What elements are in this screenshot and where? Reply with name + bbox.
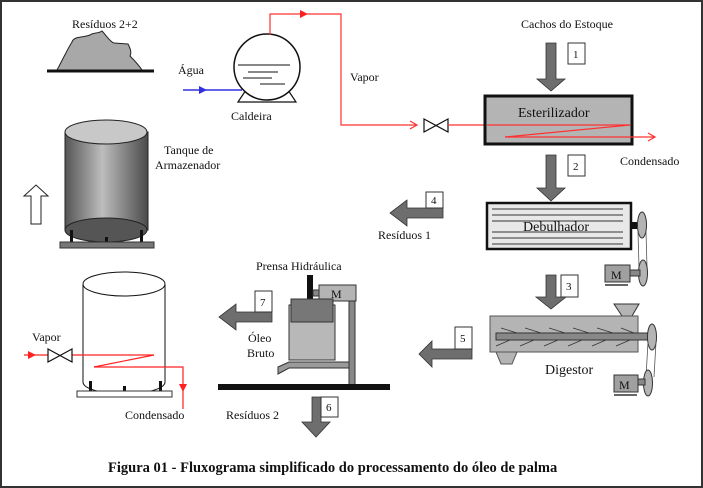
residuos-1-label: Resíduos 1 xyxy=(378,228,431,242)
residue-pile xyxy=(47,30,154,73)
flow-arrow-3: 3 xyxy=(534,274,579,310)
esterilizador-label: Esterilizador xyxy=(518,106,590,121)
vapor-top-label: Vapor xyxy=(350,70,379,84)
steam-valve-top[interactable] xyxy=(423,117,449,134)
steam-line xyxy=(269,10,419,130)
thresher xyxy=(485,201,647,251)
press-motor-label: M xyxy=(331,287,342,301)
step-3-number: 3 xyxy=(566,281,572,293)
flow-arrow-1: 1 xyxy=(535,42,586,92)
sterilizer xyxy=(483,94,657,146)
vapor-bottom-label: Vapor xyxy=(32,330,61,344)
tanque-label-1: Tanque de xyxy=(164,143,213,157)
motor-1: M xyxy=(604,231,648,287)
step-6-number: 6 xyxy=(326,402,332,414)
water-inlet-line xyxy=(183,86,242,94)
flow-arrow-2: 2 xyxy=(535,154,586,202)
steam-valve-bottom[interactable] xyxy=(47,347,73,364)
debulhador-label: Debulhador xyxy=(523,220,589,235)
step-5-number: 5 xyxy=(460,333,466,345)
boiler xyxy=(233,33,301,103)
step-1-number: 1 xyxy=(573,49,579,61)
prensa-label: Prensa Hidráulica xyxy=(256,259,342,273)
step-7-number: 7 xyxy=(260,297,266,309)
motor-2-label: M xyxy=(619,378,630,392)
oleo-label-1: Óleo xyxy=(248,331,271,345)
figure-caption: Figura 01 - Fluxograma simplificado do p… xyxy=(108,460,558,476)
digester xyxy=(489,303,657,365)
cachos-label: Cachos do Estoque xyxy=(521,17,613,31)
caldeira-label: Caldeira xyxy=(231,109,272,123)
storage-tank xyxy=(59,119,155,249)
residuos-2-label: Resíduos 2 xyxy=(226,408,279,422)
step-4-number: 4 xyxy=(431,195,437,207)
residuos-22-label: Resíduos 2+2 xyxy=(72,17,138,31)
heating-tank xyxy=(76,271,173,398)
condensado-bottom-label: Condensado xyxy=(125,408,184,422)
oleo-label-2: Bruto xyxy=(247,346,274,360)
motor-2: M xyxy=(613,341,657,397)
agua-label: Água xyxy=(178,63,205,77)
flow-arrow-4: 4 xyxy=(389,191,444,227)
flow-arrow-7: 7 xyxy=(218,290,273,331)
step-2-number: 2 xyxy=(573,161,579,173)
up-arrow-icon xyxy=(22,184,50,225)
tanque-label-2: Armazenador xyxy=(155,158,220,172)
hydraulic-press: M xyxy=(218,275,390,390)
condensado-top-label: Condensado xyxy=(620,154,679,168)
flow-arrow-5: 5 xyxy=(418,326,473,368)
steam-coil-bottom xyxy=(24,351,187,409)
flow-arrow-6: 6 xyxy=(301,396,339,438)
digestor-label: Digestor xyxy=(545,363,594,378)
motor-1-label: M xyxy=(611,268,622,282)
